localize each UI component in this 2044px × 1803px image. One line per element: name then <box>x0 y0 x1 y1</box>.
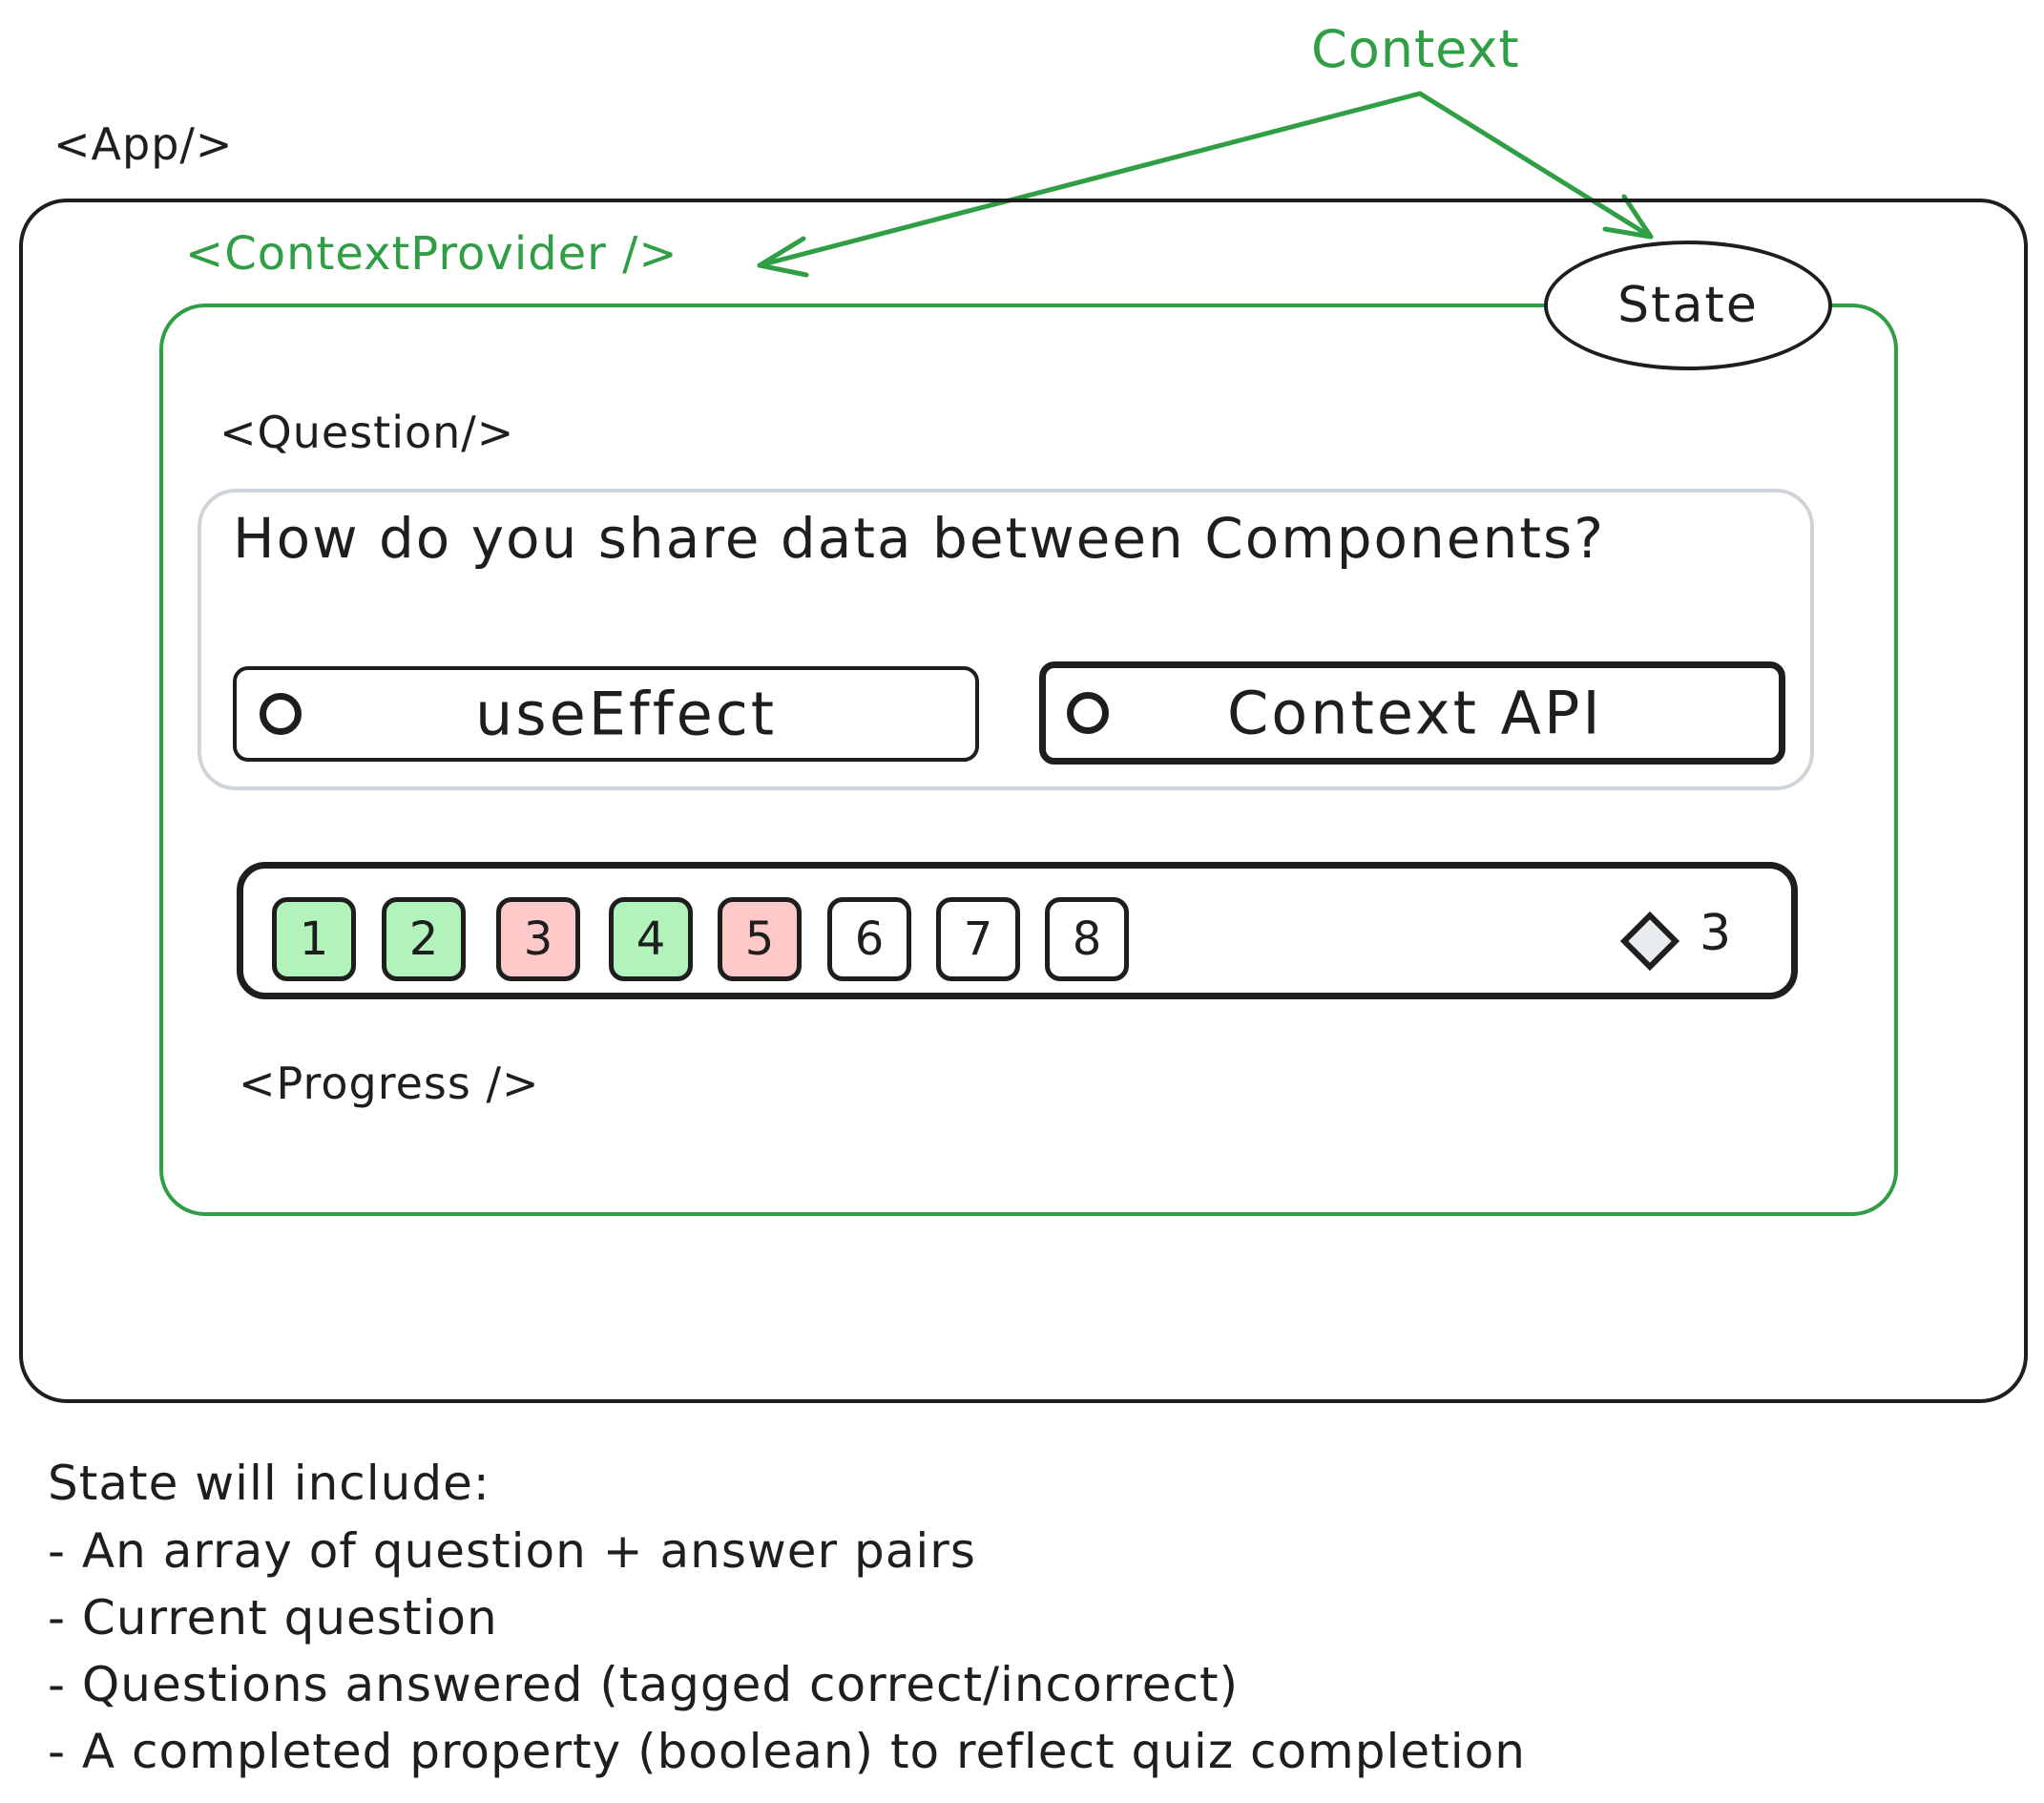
question-component-label: <Question/> <box>219 407 515 458</box>
option-label: useEffect <box>475 679 778 749</box>
question-text: How do you share data between Components… <box>233 506 1605 571</box>
note-item: - A completed property (boolean) to refl… <box>48 1724 1526 1779</box>
context-label: Context <box>1311 19 1520 79</box>
app-container <box>19 199 2028 1403</box>
context-provider-label: <ContextProvider /> <box>185 227 678 281</box>
note-item: - Current question <box>48 1590 498 1646</box>
progress-step-6[interactable]: 6 <box>827 897 911 981</box>
question-card <box>198 489 1814 790</box>
note-item: - An array of question + answer pairs <box>48 1523 976 1579</box>
answer-option-useeffect[interactable]: useEffect <box>233 666 979 762</box>
radio-icon[interactable] <box>260 693 302 735</box>
app-label: <App/> <box>53 118 234 170</box>
diamond-icon <box>1619 911 1680 972</box>
answer-option-context-api[interactable]: Context API <box>1039 661 1785 765</box>
state-node: State <box>1544 241 1832 370</box>
state-label: State <box>1617 277 1759 334</box>
context-provider-container <box>159 304 1898 1216</box>
notes-title: State will include: <box>48 1456 490 1511</box>
progress-component-label: <Progress /> <box>239 1058 540 1109</box>
progress-step-4[interactable]: 4 <box>609 897 693 981</box>
progress-step-5[interactable]: 5 <box>718 897 802 981</box>
progress-step-3[interactable]: 3 <box>496 897 580 981</box>
progress-step-7[interactable]: 7 <box>936 897 1020 981</box>
progress-step-1[interactable]: 1 <box>272 897 356 981</box>
score-value: 3 <box>1700 905 1732 962</box>
note-item: - Questions answered (tagged correct/inc… <box>48 1657 1240 1712</box>
option-label: Context API <box>1227 678 1603 748</box>
progress-step-8[interactable]: 8 <box>1045 897 1129 981</box>
progress-step-2[interactable]: 2 <box>382 897 466 981</box>
radio-icon[interactable] <box>1067 692 1109 734</box>
